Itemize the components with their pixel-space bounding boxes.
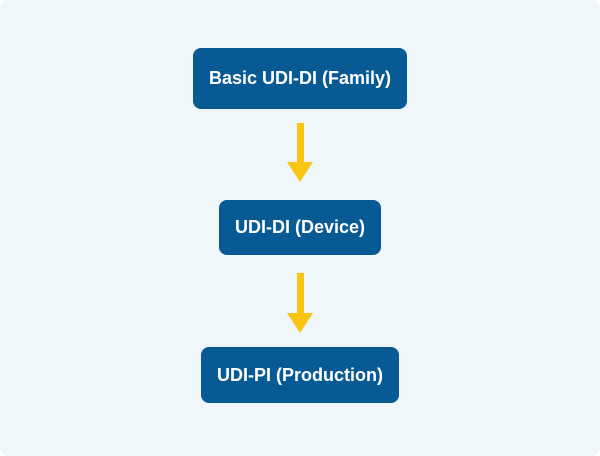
down-arrow-icon — [287, 273, 313, 333]
node-udi-pi-production: UDI-PI (Production) — [201, 347, 399, 403]
arrow-shaft — [296, 273, 304, 313]
node-basic-udi-di-family: Basic UDI-DI (Family) — [192, 48, 408, 109]
arrow-shaft — [296, 123, 304, 162]
node-udi-di-device-label: UDI-DI (Device) — [234, 217, 366, 237]
node-udi-pi-production-label: UDI-PI (Production) — [217, 364, 383, 385]
arrow-head — [287, 313, 313, 333]
node-basic-udi-di-family-label: Basic UDI-DI (Family) — [208, 68, 392, 88]
node-udi-di-device: UDI-DI (Device) — [218, 200, 382, 255]
down-arrow-icon — [287, 123, 313, 182]
arrow-head — [287, 162, 313, 182]
